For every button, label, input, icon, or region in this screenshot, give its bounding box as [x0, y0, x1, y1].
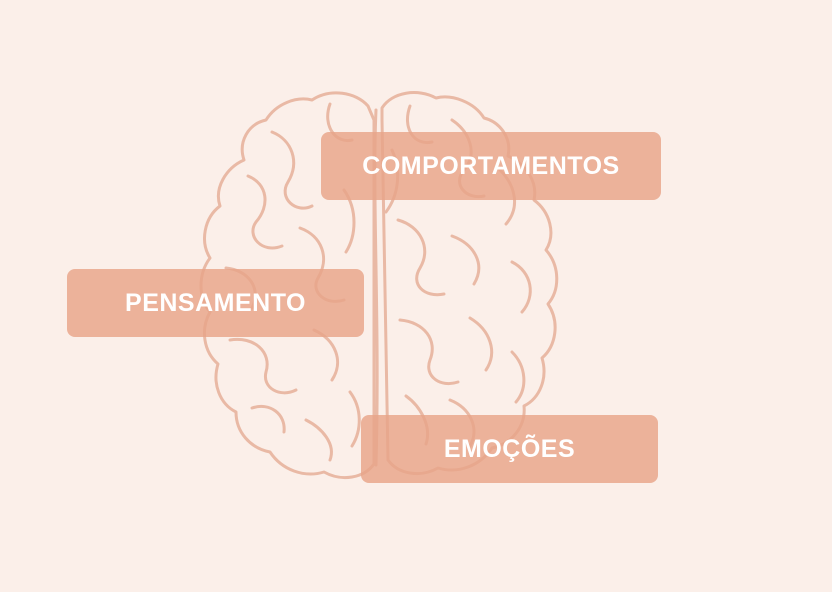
brain-fold: [246, 174, 284, 250]
comportamentos-label-box: COMPORTAMENTOS: [321, 132, 661, 200]
brain-fold: [250, 405, 286, 434]
brain-fold: [312, 328, 340, 382]
emocoes-label-box: EMOÇÕES: [361, 415, 658, 483]
brain-fold: [510, 350, 526, 404]
pensamento-label-box: PENSAMENTO: [67, 269, 364, 337]
brain-fold: [468, 316, 494, 372]
pensamento-label: PENSAMENTO: [125, 288, 306, 317]
emocoes-label: EMOÇÕES: [443, 434, 576, 463]
brain-fold: [396, 218, 446, 297]
brain-fold: [510, 260, 532, 314]
brain-fold: [228, 337, 298, 395]
brain-fold: [450, 234, 481, 286]
comportamentos-label: COMPORTAMENTOS: [362, 151, 620, 180]
brain-fold: [398, 318, 460, 385]
brain-fold: [348, 390, 361, 448]
brain-fold: [304, 418, 333, 462]
brain-fold: [270, 130, 314, 210]
